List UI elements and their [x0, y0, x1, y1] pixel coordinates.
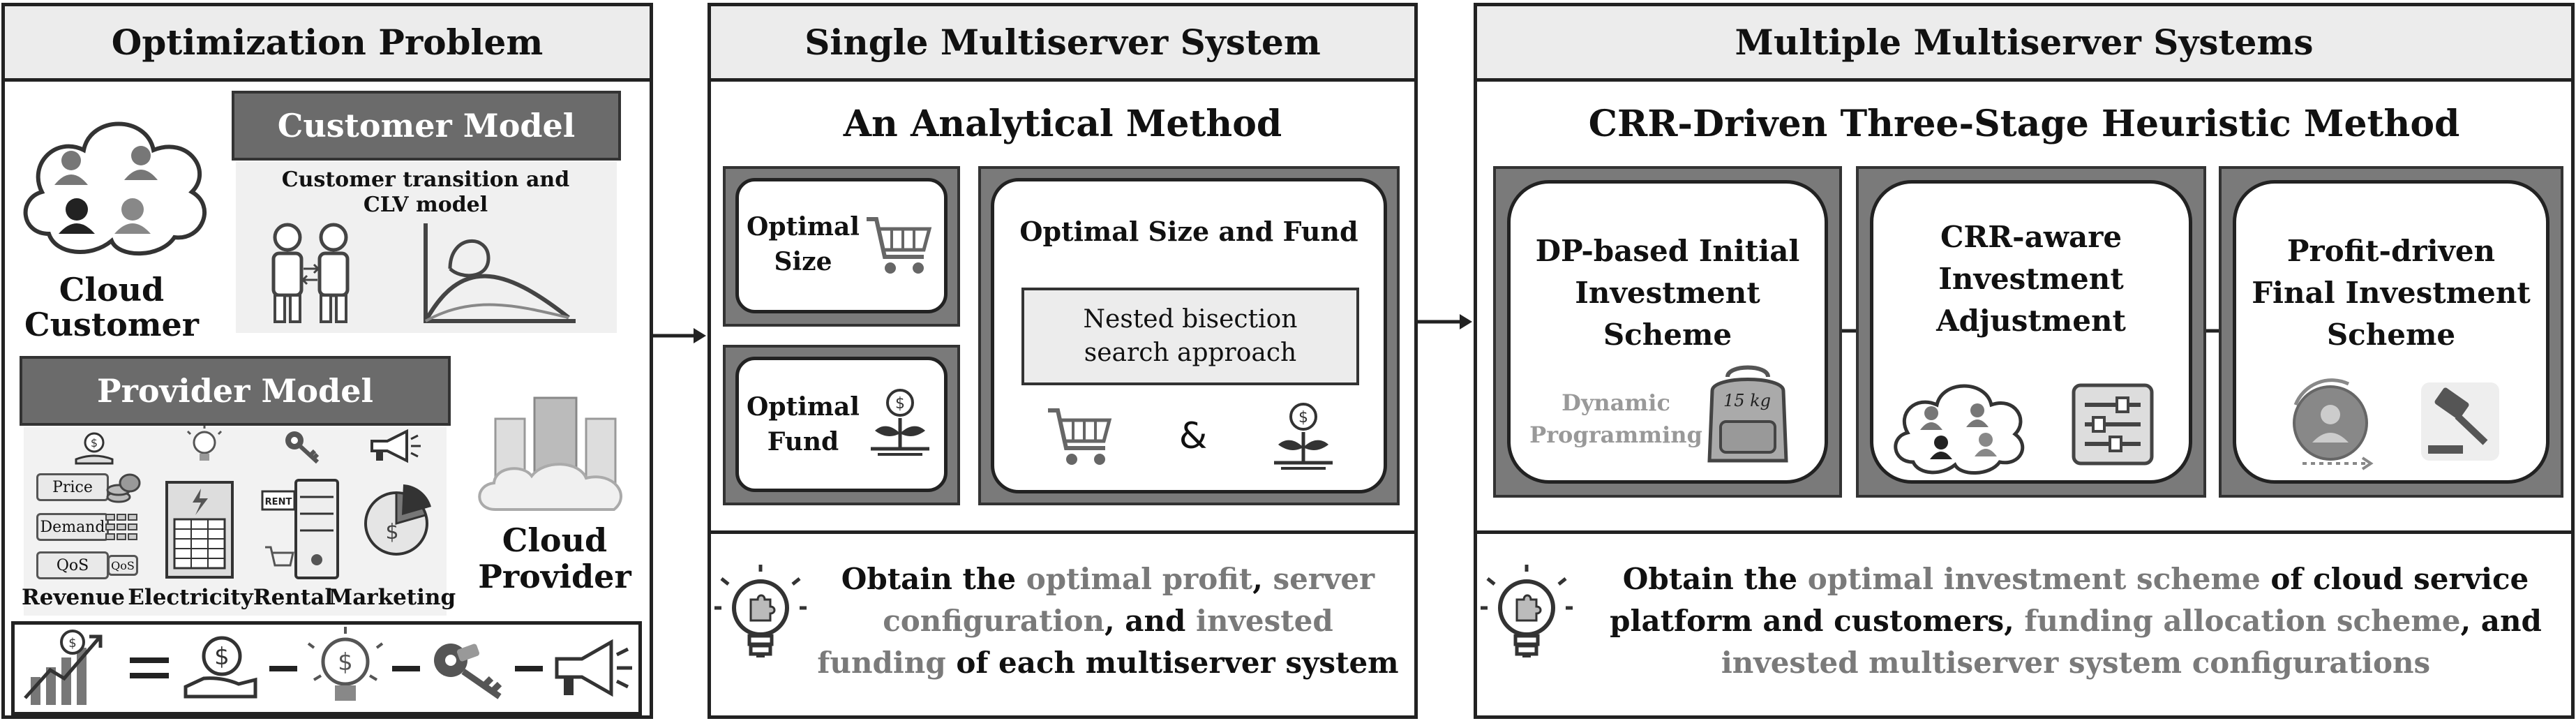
plant-coin-icon: $: [867, 387, 934, 457]
equals-sign: [130, 655, 169, 683]
formula-lightbulb-icon: $: [307, 627, 384, 711]
size-fund-title: Optimal Size and Fund: [1019, 215, 1358, 247]
price-box: Price: [36, 473, 109, 501]
multiple-result-p2: of cloud service platform and customers,: [1610, 562, 2529, 638]
single-result-h3: invested funding: [817, 604, 1333, 680]
three-stage-subtitle: CRR-Driven Three-Stage Heuristic Method: [1588, 102, 2460, 145]
customer-model-desc: Customer transition and CLV model: [281, 168, 570, 217]
arrow-right-icon-2: [1418, 311, 1474, 332]
nested-bisection-box: Nested bisection search approach: [1021, 288, 1359, 385]
category-rental: Rental: [253, 585, 334, 610]
single-result-h1: optimal profit: [1026, 562, 1253, 596]
multiple-result-h2: funding allocation scheme: [2024, 604, 2461, 638]
qos-small-box: QoS: [107, 555, 138, 576]
growth-dollar: $: [68, 636, 76, 651]
dynamic-programming-label: Dynamic Programming: [1529, 389, 1702, 448]
single-multiserver-title: Single Multiserver System: [711, 6, 1414, 82]
plant-coin-dollar: $: [895, 395, 905, 412]
cloud-customer-label: Cloud Customer: [24, 271, 200, 343]
lightbulb-icon: [186, 426, 223, 466]
minus-sign-3: [515, 666, 543, 671]
multiple-result-text: Obtain the optimal investment scheme of …: [1591, 551, 2561, 691]
single-divider: [711, 530, 1414, 534]
cloud-provider-label: Cloud Provider: [478, 521, 631, 595]
gavel-icon: [2418, 380, 2502, 463]
formula-strip: [11, 621, 642, 715]
stage1-label: DP-based Initial Investment Scheme: [1535, 234, 1800, 352]
provider-model-header: Provider Model: [20, 356, 451, 426]
single-result-p4: of each multiserver system: [945, 646, 1399, 680]
stage3-label: Profit-driven Final Investment Scheme: [2252, 234, 2531, 352]
clv-curve-icon: [419, 223, 579, 325]
ampersand: &: [1178, 415, 1208, 457]
formula-keys-icon: [430, 632, 507, 702]
growth-chart-icon: $: [22, 628, 106, 708]
optimal-size-card: [735, 178, 948, 313]
coins-stack-icon: [105, 472, 143, 507]
formula-bulb-dollar: $: [338, 648, 353, 676]
minus-sign-1: [269, 666, 297, 671]
grid-icon: [105, 513, 140, 544]
cloud-customer-icon: [14, 94, 216, 262]
formula-money-dollar: $: [214, 643, 230, 671]
money-hand-dollar: $: [91, 436, 98, 449]
rent-server-icon: RENT: [260, 477, 343, 582]
optimal-fund-label: Optimal Fund: [747, 392, 860, 456]
puzzle-lightbulb-icon: [714, 565, 807, 667]
multiple-result-p1: Obtain the: [1622, 562, 1808, 596]
multiple-divider: [1477, 530, 2571, 534]
arrow-right-icon: [653, 325, 707, 346]
money-hand-icon: $: [73, 431, 115, 466]
electricity-bill-icon: [165, 480, 234, 579]
multiple-result-h1: optimal investment scheme: [1807, 562, 2261, 596]
size-fund-plant-dollar: $: [1298, 409, 1308, 426]
pie-chart-icon: $: [363, 480, 433, 564]
single-result-p1: Obtain the: [841, 562, 1026, 596]
backpack-icon: 15 kg: [1702, 363, 1793, 468]
category-marketing: Marketing: [328, 585, 456, 610]
optimization-problem-title: Optimization Problem: [5, 6, 650, 82]
formula-megaphone-icon: [551, 637, 635, 699]
pie-dollar: $: [385, 520, 398, 544]
size-fund-plant-icon: $: [1270, 401, 1337, 471]
analytical-method-subtitle: An Analytical Method: [843, 102, 1282, 145]
stage2-label: CRR-aware Investment Adjustment: [1936, 220, 2126, 338]
category-electricity: Electricity: [128, 585, 253, 610]
optimal-size-label: Optimal Size: [747, 212, 860, 276]
cart-icon: [864, 214, 934, 276]
single-result-h2: server configuration: [883, 562, 1375, 638]
megaphone-icon: [366, 429, 422, 463]
sliders-icon: [2071, 382, 2155, 466]
minus-sign-2: [392, 666, 420, 671]
multiple-result-p3: , and: [2460, 604, 2542, 638]
rent-sign-text: RENT: [265, 497, 292, 507]
keys-icon: [283, 429, 321, 465]
single-result-text: Obtain the optimal profit, server config…: [815, 551, 1401, 691]
server-cloud-icon: [474, 391, 635, 516]
formula-money-hand-icon: $: [183, 632, 260, 702]
optimal-fund-card: [735, 357, 948, 492]
single-result-p2: ,: [1252, 562, 1273, 596]
cycle-person-icon: [2282, 377, 2379, 475]
stage2-cloud-icon: [1888, 364, 2028, 476]
customer-model-header: Customer Model: [232, 91, 621, 161]
multiple-multiserver-title: Multiple Multiserver Systems: [1477, 6, 2571, 82]
demand-box: Demand: [36, 513, 109, 541]
backpack-weight-label: 15 kg: [1723, 391, 1771, 410]
multiple-puzzle-lightbulb-icon: [1481, 565, 1573, 667]
people-exchange-icon: [265, 220, 356, 325]
qos-box: QoS: [36, 551, 109, 579]
multiple-result-h3: invested multiserver system configuratio…: [1721, 646, 2431, 680]
category-revenue: Revenue: [21, 585, 126, 610]
single-result-p3: , and: [1104, 604, 1197, 638]
size-fund-cart-icon: [1045, 405, 1112, 468]
